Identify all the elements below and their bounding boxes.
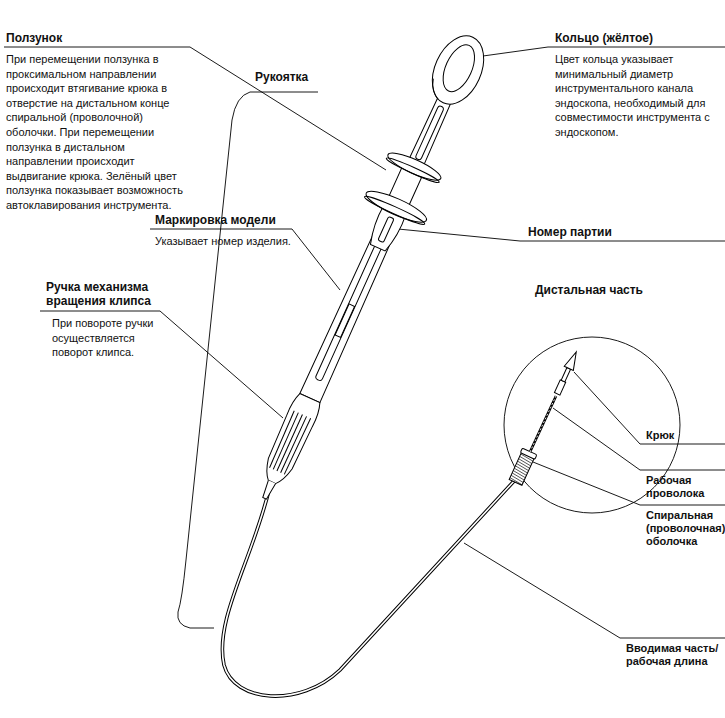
- leader-lines: [4, 47, 725, 638]
- underline: [640, 470, 725, 471]
- leader-line: [292, 229, 340, 290]
- part-name: Рабочая проволока: [646, 474, 722, 500]
- slider-flange: [363, 186, 430, 228]
- leader-line: [160, 311, 283, 418]
- ring: [422, 28, 494, 113]
- insertion-tube: [222, 480, 515, 696]
- leader-line: [398, 229, 520, 241]
- part-description: При повороте ручки осуществляется поворо…: [52, 316, 160, 360]
- underline: [548, 47, 725, 48]
- underline: [520, 241, 725, 242]
- operating-wire: [530, 396, 556, 452]
- rotation-knob: [259, 392, 323, 488]
- handle: [235, 24, 503, 512]
- part-description: При перемещении ползунка в проксимальном…: [6, 52, 184, 213]
- handle-bracket: [178, 92, 250, 628]
- batch-number-plate: [378, 216, 394, 242]
- slider-flange-edge: [385, 156, 440, 185]
- hook: [553, 350, 581, 396]
- underline: [40, 311, 160, 312]
- ring-hole: [437, 40, 481, 96]
- model-marking: [335, 304, 354, 337]
- part-name: Маркировка модели: [155, 213, 295, 227]
- underline: [640, 505, 725, 506]
- leader-line: [464, 543, 620, 638]
- knob-ridges: [269, 411, 311, 475]
- knob-tip: [261, 480, 276, 500]
- underline: [620, 638, 725, 639]
- hook-shaft: [561, 368, 570, 382]
- zoom-circle: [504, 337, 680, 513]
- part-name: Спиральная (проволочная) оболочка: [646, 509, 723, 548]
- underline: [640, 444, 725, 445]
- stem-slot: [415, 105, 444, 160]
- operating-wire-twist: [530, 396, 556, 452]
- distal-part: [508, 350, 581, 486]
- coil-winding: [509, 478, 522, 485]
- part-name: Номер партии: [528, 225, 718, 239]
- hook-tip: [564, 350, 581, 371]
- knob-ridge: [281, 416, 307, 473]
- part-description: Цвет кольца указывает минимальный диамет…: [555, 52, 721, 140]
- part-name: Кольцо (жёлтое): [555, 31, 723, 45]
- leader-line: [533, 462, 640, 505]
- handle-shaft: [300, 157, 427, 403]
- slider-flange: [385, 148, 444, 185]
- underline: [4, 47, 190, 48]
- ring-detail: [426, 79, 445, 100]
- part-name: Ползунок: [6, 31, 186, 45]
- part-name: Вводимая часть/ рабочая длина: [626, 642, 723, 668]
- leader-line: [574, 372, 640, 444]
- hook-base: [554, 380, 565, 395]
- sheath-tip: [520, 448, 537, 459]
- ring-stem: [408, 94, 453, 168]
- part-name: Крюк: [646, 429, 722, 442]
- insertion-tube-outline: [222, 480, 515, 696]
- slider-flange-edge: [363, 194, 426, 228]
- leader-line: [553, 408, 640, 470]
- knob-ridge: [284, 418, 310, 475]
- part-description: Указывает номер изделия.: [155, 234, 305, 249]
- part-name: Дистальная часть: [535, 283, 715, 297]
- coil-sheath: [508, 448, 537, 486]
- handle-bracket: [250, 92, 318, 93]
- shaft-slot: [315, 242, 383, 382]
- coil-windings: [509, 454, 533, 485]
- leader-line: [190, 47, 386, 170]
- part-name: Рукоятка: [255, 70, 345, 84]
- part-name: Ручка механизма вращения клипса: [46, 280, 158, 308]
- leader-line: [483, 47, 548, 56]
